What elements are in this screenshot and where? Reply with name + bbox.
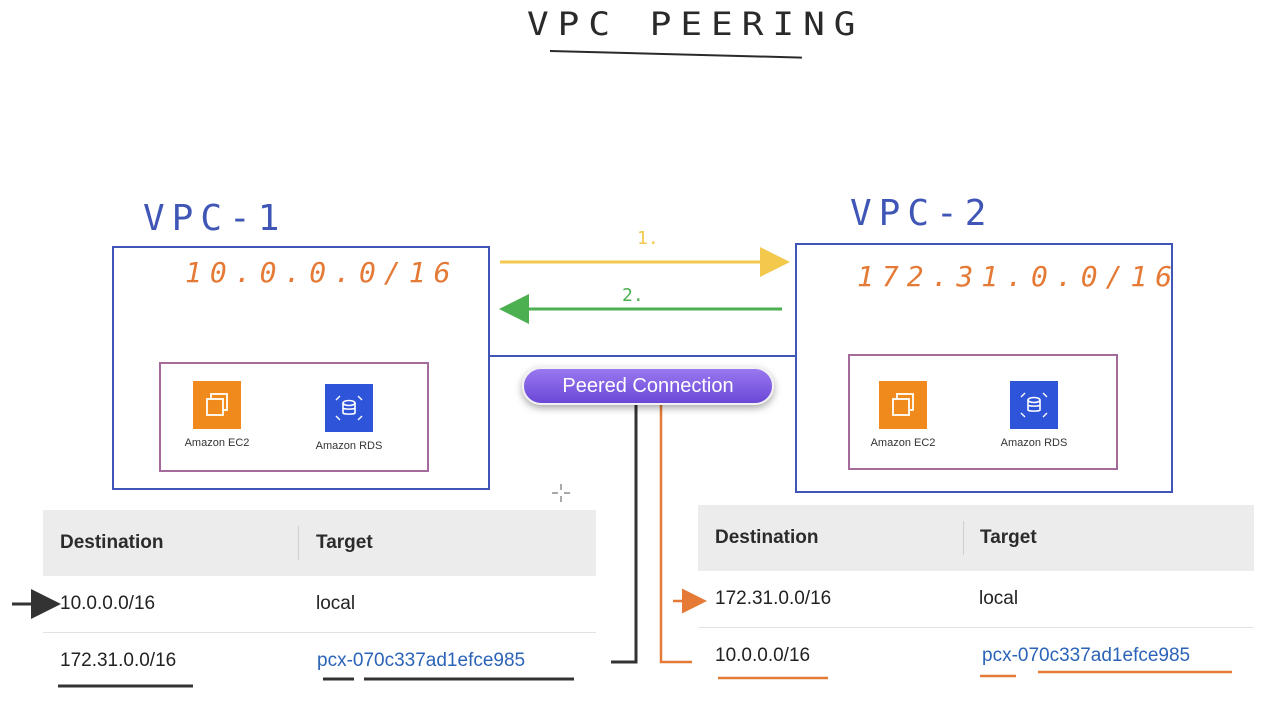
vpc1-rds-service: Amazon RDS [299,384,399,452]
target-header: Target [316,532,373,553]
destination-header: Destination [715,527,819,548]
vpc2-box [795,243,1173,493]
vpc2-ec2-service: Amazon EC2 [853,381,953,449]
vpc2-subnet-box [848,354,1118,470]
peering-connection-link[interactable]: pcx-070c337ad1efce985 [982,645,1191,666]
destination-cell: 172.31.0.0/16 [715,588,832,609]
destination-header: Destination [60,532,164,553]
target-cell: local [316,593,356,614]
vpc2-label: VPC-2 [850,193,994,234]
service-label: Amazon RDS [315,440,383,452]
target-header: Target [980,527,1037,548]
peered-connection-badge: Peered Connection [522,367,774,405]
destination-cell: 10.0.0.0/16 [715,645,811,666]
step2-label: 2. [622,285,644,306]
diagram-title: VPC PEERING [527,6,865,43]
vpc2-rds-service: Amazon RDS [984,381,1084,449]
route-line-left [611,404,638,664]
vpc1-cidr: 10.0.0.0/16 [185,256,459,289]
vpc2-route-table: Destination Target 172.31.0.0/16 local 1… [698,505,1254,684]
table-row: 10.0.0.0/16 local [43,576,596,633]
table-row: 172.31.0.0/16 local [698,571,1254,628]
header-divider [298,526,299,560]
route-line-right [659,404,692,664]
route-table-header: Destination Target [43,510,596,576]
vpc2-cidr: 172.31.0.0/16 [857,260,1181,293]
peering-connection-link[interactable]: pcx-070c337ad1efce985 [317,650,526,671]
vpc1-ec2-service: Amazon EC2 [167,381,267,449]
table-row: 10.0.0.0/16 pcx-070c337ad1efce985 [698,628,1254,684]
route-table-header: Destination Target [698,505,1254,571]
service-label: Amazon EC2 [870,437,936,449]
step1-label: 1. [637,228,659,249]
vpc1-route-table: Destination Target 10.0.0.0/16 local 172… [43,510,596,689]
rds-icon [1010,381,1058,429]
rds-icon [325,384,373,432]
vpc1-label: VPC-1 [143,198,287,239]
service-label: Amazon EC2 [184,437,250,449]
ec2-icon [193,381,241,429]
service-label: Amazon RDS [1000,437,1068,449]
header-divider [963,521,964,555]
vpc1-box [112,246,490,490]
cursor-crosshair-icon [552,484,570,502]
target-cell: local [979,588,1019,609]
ec2-icon [879,381,927,429]
destination-cell: 10.0.0.0/16 [60,593,156,614]
table-row: 172.31.0.0/16 pcx-070c337ad1efce985 [43,633,596,689]
destination-cell: 172.31.0.0/16 [60,650,177,671]
vpc1-subnet-box [159,362,429,472]
